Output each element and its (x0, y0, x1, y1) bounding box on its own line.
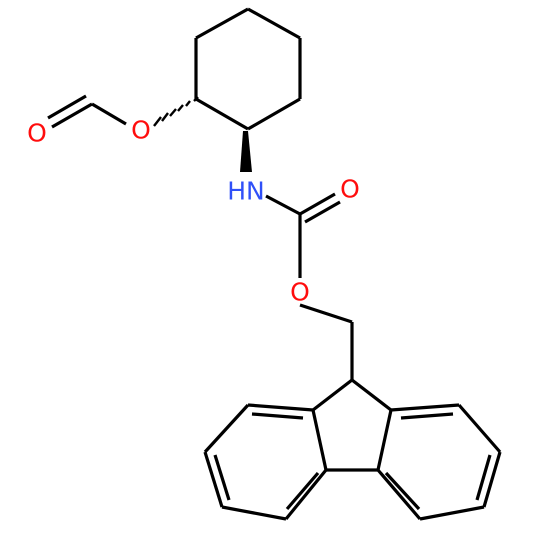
bond (195, 97, 249, 131)
bond (265, 194, 301, 216)
bond (285, 471, 320, 511)
bond (351, 378, 392, 412)
bond (247, 403, 314, 412)
bond (482, 451, 502, 508)
bond (419, 505, 485, 521)
cyclohexane-ring (194, 7, 302, 131)
bond (203, 403, 250, 454)
bond (376, 409, 393, 471)
bond (390, 403, 460, 412)
bond (475, 454, 492, 501)
bond (195, 7, 249, 40)
bond (284, 468, 328, 521)
bond (311, 409, 328, 471)
bond (251, 412, 304, 420)
bond (47, 94, 87, 120)
bond (400, 412, 454, 420)
bond (91, 102, 127, 126)
bond (312, 378, 353, 412)
bond (213, 454, 231, 501)
bond (299, 192, 336, 216)
bond (299, 303, 353, 324)
bond (51, 102, 93, 129)
bond (384, 471, 421, 511)
carbamate-group (265, 192, 354, 380)
bond (221, 505, 287, 521)
bond (376, 468, 422, 521)
formyl-oxygen-label: O (27, 119, 47, 148)
fluorene-group (203, 378, 502, 521)
formate-group (47, 94, 127, 129)
bond (247, 7, 301, 40)
bond (304, 200, 341, 224)
bond (247, 97, 301, 131)
ester-oxygen-label: O (131, 116, 151, 145)
bond (203, 451, 224, 508)
carbonyl-oxygen-label: O (340, 175, 360, 204)
bond (457, 403, 502, 454)
amine-nitrogen-label: HN (227, 177, 265, 206)
hashed-wedge-bond (153, 96, 199, 127)
solid-wedge-bond (240, 131, 252, 172)
carbamate-oxygen-label: O (290, 278, 310, 307)
